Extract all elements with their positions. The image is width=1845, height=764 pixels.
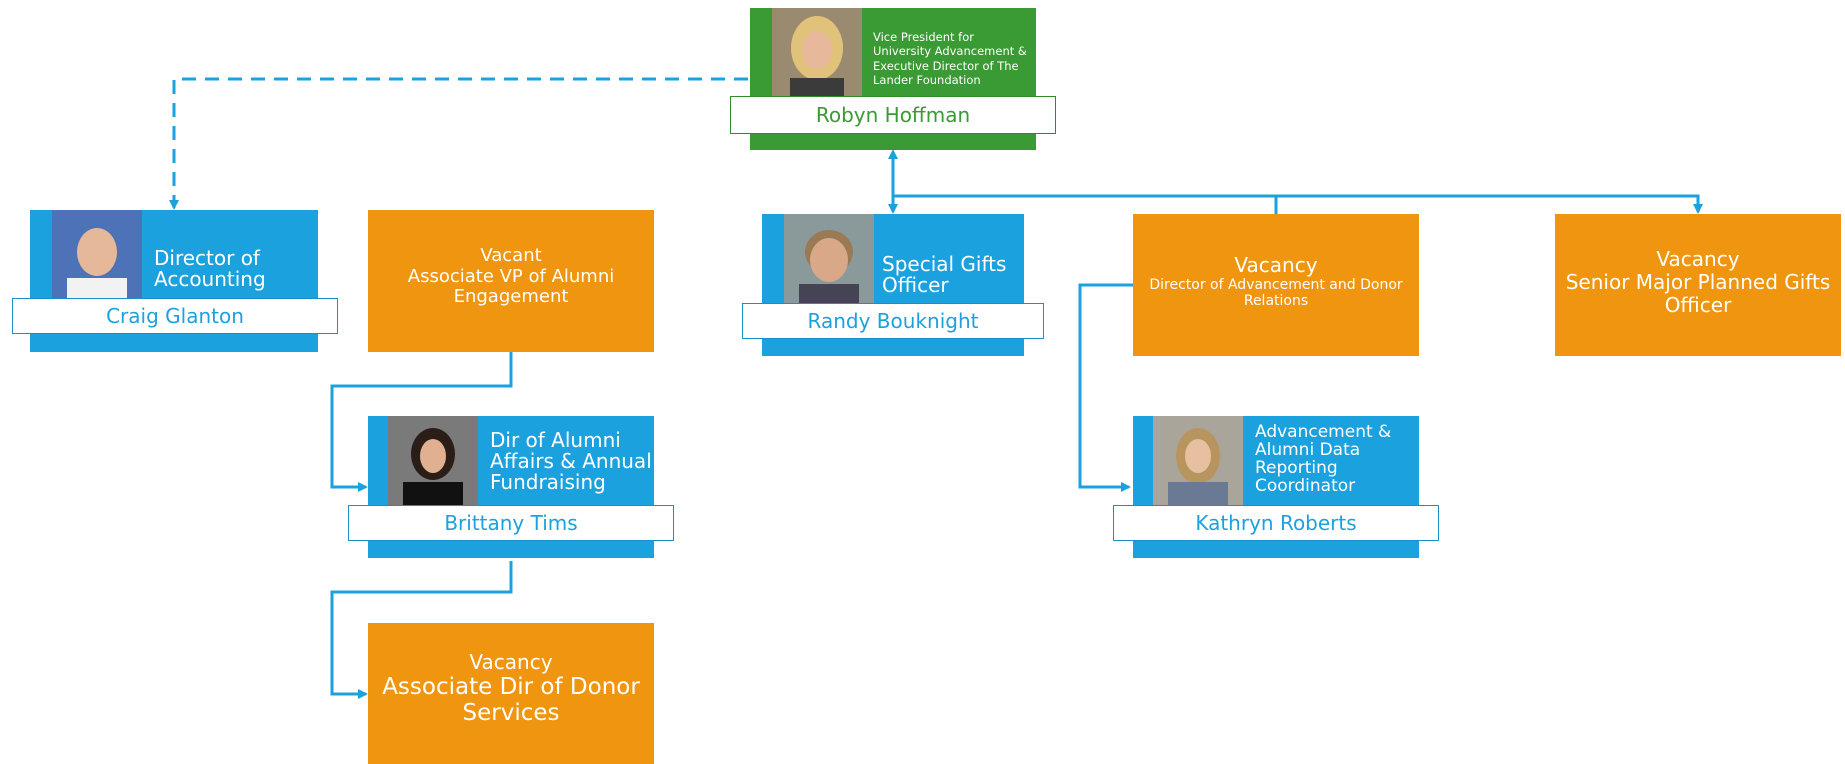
robyn-hoffman-photo — [772, 8, 862, 98]
donor-services-vacant-card[interactable]: Vacancy Associate Dir of Donor Services — [368, 623, 654, 764]
advancement-text: Vacancy Director of Advancement and Dono… — [1149, 253, 1403, 310]
alumni-affairs-name: Brittany Tims — [348, 505, 674, 541]
craig-glanton-photo — [52, 210, 142, 300]
kathryn-roberts-photo — [1153, 416, 1243, 506]
connector-alumni-donor-services — [330, 561, 513, 699]
randy-bouknight-photo — [784, 214, 874, 304]
connector-avp-alumni — [330, 352, 513, 492]
avp-vacant-card[interactable]: Vacant Associate VP of Alumni Engagement — [368, 210, 654, 352]
brittany-tims-photo — [388, 416, 478, 506]
advancement-vacant-card[interactable]: Vacancy Director of Advancement and Dono… — [1133, 214, 1419, 356]
connector-trunk — [893, 194, 1703, 214]
avp-text: Vacant Associate VP of Alumni Engagement — [407, 245, 615, 308]
vp-name: Robyn Hoffman — [730, 96, 1056, 134]
special-gifts-name: Randy Bouknight — [742, 303, 1044, 339]
data-reporting-name: Kathryn Roberts — [1113, 505, 1439, 541]
connector-advancement-data — [1078, 283, 1141, 492]
senior-gifts-text: Vacancy Senior Major Planned Gifts Offic… — [1565, 247, 1831, 317]
dashed-connector-vp-accounting — [169, 77, 748, 210]
senior-gifts-vacant-card[interactable]: Vacancy Senior Major Planned Gifts Offic… — [1555, 214, 1841, 356]
accounting-name: Craig Glanton — [12, 298, 338, 334]
donor-services-text: Vacancy Associate Dir of Donor Services — [382, 650, 640, 727]
